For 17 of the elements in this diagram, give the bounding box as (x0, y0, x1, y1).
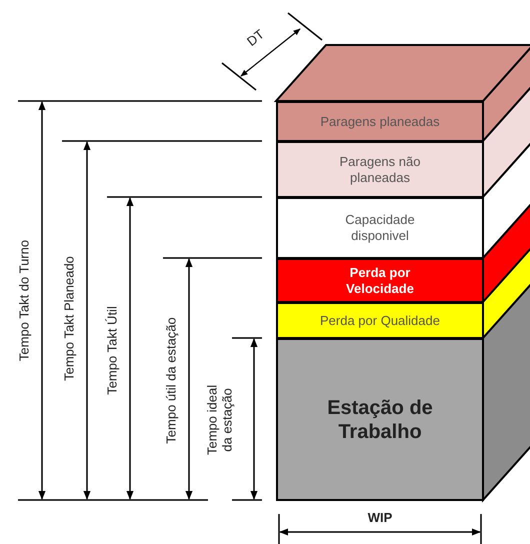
dimension-label: Tempo útil da estação (164, 316, 180, 446)
dimension-label: Tempo Takt Planeado (62, 254, 78, 383)
loss-layer (276, 302, 484, 339)
dimension-label: DT (242, 24, 268, 50)
layer-label: Paragens não planeadas (338, 154, 422, 186)
dimension-label: WIP (366, 510, 394, 526)
layer-label: Estação de Trabalho (326, 396, 434, 444)
layer-label: Capacidade disponivel (344, 212, 416, 244)
stop-layer (276, 101, 484, 142)
loss-layer (276, 258, 484, 303)
layer-label: Perda por Velocidade (345, 264, 415, 296)
workstation-block (276, 338, 484, 501)
dimension-label: Tempo Takt Útil (106, 304, 120, 396)
layer-label: Paragens planeadas (320, 114, 440, 130)
layer-label: Perda por Qualidade (320, 312, 440, 328)
dimension-label: Tempo ideal da estação (205, 384, 235, 457)
dimension-label: Tempo Takt do Turno (18, 238, 32, 363)
